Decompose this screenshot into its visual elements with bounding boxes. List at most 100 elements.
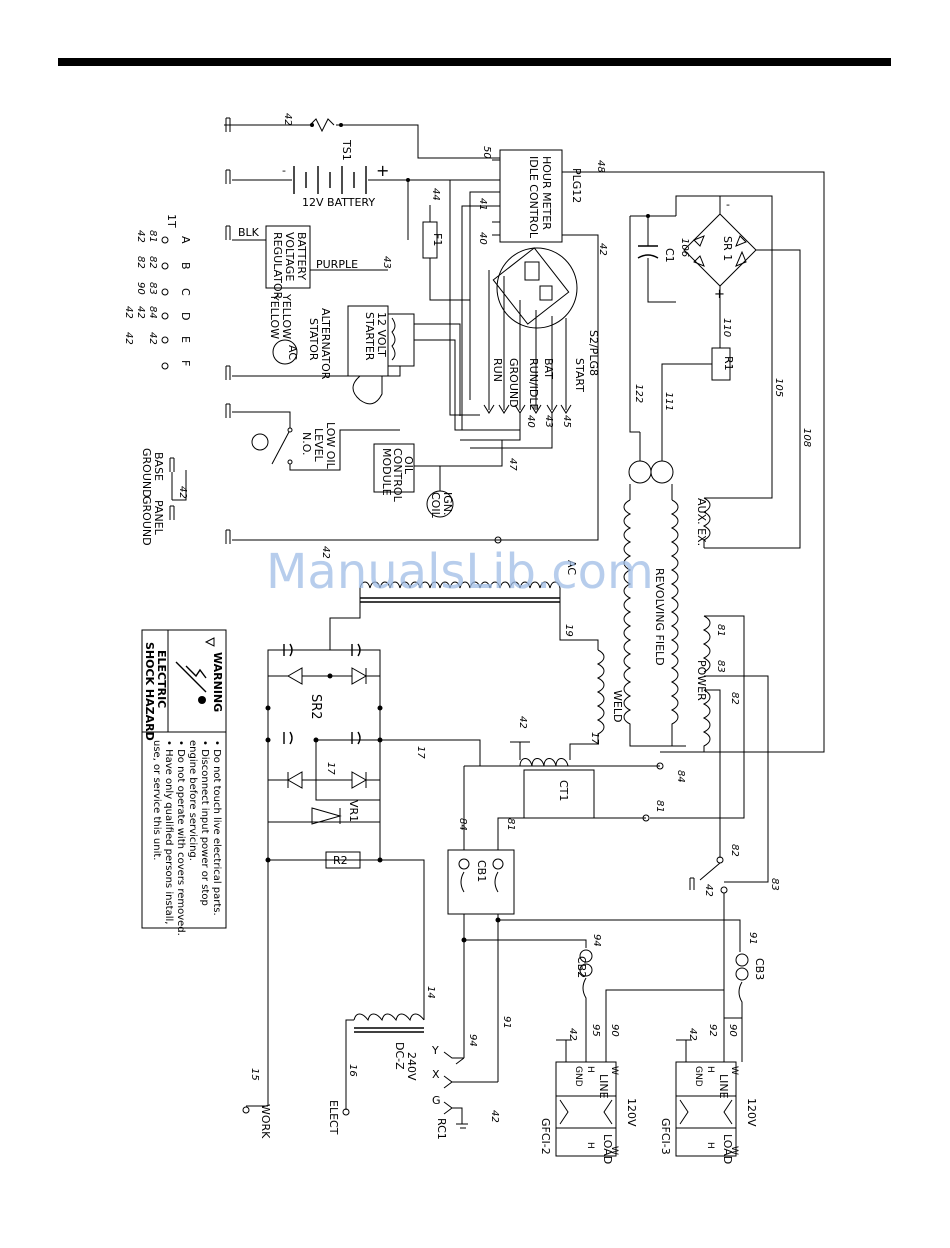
main-ac-winding: AC 19 WELD 17 <box>329 560 624 760</box>
gfci3-load-h: H <box>705 1142 715 1149</box>
wire-14: 14 <box>425 986 436 999</box>
plug-row3-1: 42 <box>123 332 134 345</box>
wire-108: 108 <box>801 428 812 447</box>
wire-45: 45 <box>561 415 572 428</box>
ac-source-label: AC <box>286 345 299 360</box>
cb2-circuit-breaker: 94 CB2 95 90 <box>575 934 620 1062</box>
low-oil-label-1: LOW OIL <box>324 422 337 470</box>
wire-111: 111 <box>663 392 674 411</box>
plug-row2-0: 42 <box>135 230 146 243</box>
aux-exciter-winding: AUX. EX. <box>695 497 711 548</box>
wire-48: 48 <box>595 160 606 173</box>
idle-control-label: IDLE CONTROL <box>527 156 540 239</box>
wire-83-power: 83 <box>715 660 726 673</box>
switch-start: START <box>573 358 586 392</box>
wire-42-ct1: 42 <box>517 716 528 729</box>
panel-ground-label-1: PANEL <box>152 500 165 536</box>
r1-resistor: R1 <box>661 347 735 460</box>
wire-84: 84 <box>675 770 686 783</box>
top-rule <box>58 58 891 66</box>
reg-label-1: BATTERY <box>295 232 308 280</box>
dc-z-inductor: DC-Z <box>345 1013 425 1110</box>
reg-label-3: REGULATOR <box>271 232 284 300</box>
warning-line-1: • Do not touch live electrical parts. <box>211 740 222 916</box>
wire-42-gfci3: 42 <box>687 1028 698 1041</box>
plug-1t: 1T <box>165 214 178 228</box>
reg-label-2: VOLTAGE <box>283 232 296 281</box>
rc1-y: Y <box>431 1044 439 1057</box>
plug-row1-1: 82 <box>147 256 158 269</box>
plug-row1-4: 42 <box>147 332 158 345</box>
wire-19: 19 <box>563 624 574 637</box>
electrode-terminal-label: ELECT <box>327 1100 340 1135</box>
wire-90-cb2: 90 <box>609 1024 620 1037</box>
wire-42-plg12: 42 <box>597 243 608 256</box>
r2-label: R2 <box>333 854 348 867</box>
ts1-thermal-switch: TS1 42 50 <box>232 113 500 161</box>
oil-control-label-3: MODULE <box>380 448 393 496</box>
warning-title: WARNING <box>211 652 224 712</box>
gfci-2-receptacle: 42 GND H LINE W 120V LOAD H W GFCI-2 <box>539 1028 638 1164</box>
purple-label: PURPLE <box>316 258 358 271</box>
plug-row2-1: 82 <box>135 256 146 269</box>
plug-b: B <box>179 262 192 270</box>
gfci3-load-w: W <box>729 1146 739 1155</box>
voltage-regulator: BATTERY VOLTAGE REGULATOR BLK PURPLE 43 … <box>232 225 392 380</box>
aux-ex-label: AUX. EX. <box>695 498 708 546</box>
plug-row3-0: 42 <box>123 306 134 319</box>
battery: - + 12V BATTERY <box>232 161 500 240</box>
rc1-240v: 240V <box>405 1052 418 1081</box>
gfci2-gnd: GND <box>573 1066 583 1087</box>
vr1-varistor: VR1 <box>268 800 380 825</box>
weld-winding-label: WELD <box>611 690 624 722</box>
power-winding-label: POWER <box>695 660 708 701</box>
wire-17-vr: 17 <box>325 762 336 775</box>
warning-label: WARNING ELECTRIC SHOCK HAZARD • Do not t… <box>141 629 227 936</box>
plug-row1-0: 81 <box>147 230 158 243</box>
wire-40-switch: 40 <box>525 415 536 428</box>
ignition-coil: IGN. COIL <box>426 466 454 519</box>
gfci-3-receptacle: 42 GND H LINE W 120V LOAD H W GFCI-3 <box>659 1028 758 1164</box>
wire-42-base: 42 <box>177 486 188 499</box>
yellow-label-a: YELLOW <box>280 293 293 339</box>
sr1-label: SR 1 <box>721 236 734 261</box>
wire-105: 105 <box>773 378 784 397</box>
sr2-label: SR2 <box>308 694 323 720</box>
warning-caption-1: ELECTRIC <box>155 650 168 708</box>
cb1-label: CB1 <box>475 860 488 882</box>
starter-label-2: STARTER <box>363 312 376 361</box>
rc1-g: G <box>432 1094 441 1107</box>
watermark: ManualsLib.com <box>266 544 654 600</box>
gfci2-120v: 120V <box>625 1098 638 1127</box>
oil-control-label-1: OIL <box>402 456 415 475</box>
ign-coil-label-1: IGN. <box>441 492 454 516</box>
warning-line-6: use, or service this unit. <box>151 740 162 860</box>
low-oil-label-2: LEVEL <box>312 428 325 463</box>
cb2-label: CB2 <box>575 956 588 978</box>
vr1-label: VR1 <box>347 800 360 822</box>
r2-resistor: R2 14 <box>265 851 436 1020</box>
wire-95: 95 <box>590 1024 601 1037</box>
ct1-current-transformer: CT1 42 84 81 <box>463 716 686 850</box>
plug-c: C <box>179 288 192 296</box>
wire-91: 91 <box>501 1016 512 1029</box>
plg12-label: PLG12 <box>570 168 583 203</box>
wire-90-cb3: 90 <box>727 1024 738 1037</box>
wire-82-power: 82 <box>729 692 740 705</box>
ac-winding-label: AC <box>565 560 578 575</box>
oil-control-label-2: CONTROL <box>391 448 404 503</box>
gfci2-label: GFCI-2 <box>539 1118 552 1155</box>
wire-44: 44 <box>430 188 441 201</box>
warning-caption-2: SHOCK HAZARD <box>143 642 156 741</box>
wire-106: 106 <box>679 238 690 257</box>
wire-91-cb3: 91 <box>747 932 758 945</box>
plug-row2-2: 90 <box>135 282 146 295</box>
cb1-circuit-breaker: CB1 84 81 94 91 <box>447 817 741 1082</box>
ground-symbols-left <box>224 117 234 544</box>
ground-wire-42: 42 <box>232 536 502 559</box>
oil-control-module: OIL CONTROL MODULE 47 <box>373 440 518 503</box>
wire-94: 94 <box>467 1034 478 1047</box>
gfci3-label: GFCI-3 <box>659 1118 672 1155</box>
wire-122: 122 <box>633 384 644 403</box>
